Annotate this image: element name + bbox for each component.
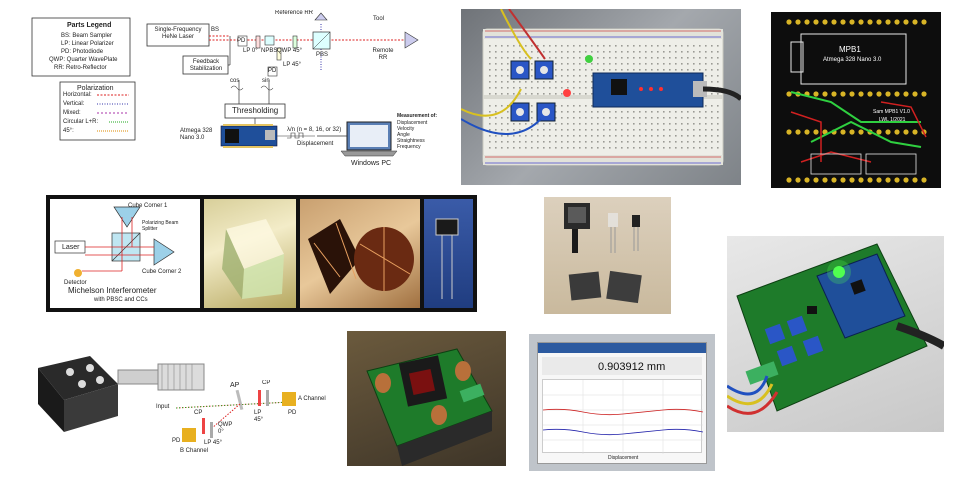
software-titlebar: [538, 343, 706, 353]
pcb-title: MPB1: [839, 45, 861, 54]
michelson-laser-label: Laser: [62, 244, 80, 251]
pd-label: PD: [268, 68, 277, 74]
michelson-pbs-label: Polarizing Beam Splitter: [142, 220, 179, 232]
pd-label: PD: [237, 38, 246, 44]
npbs-label: NPBS: [261, 48, 278, 54]
quad-cp-label: CP: [194, 410, 203, 416]
lp45-label: LP 45°: [283, 62, 301, 68]
michelson-cc1-label: Cube Corner 1: [128, 203, 168, 209]
breadboard-svg: [461, 9, 741, 166]
polarization-title: Polarization: [77, 85, 114, 92]
polarization-item: 45°:: [63, 128, 74, 134]
windows-pc-label: Windows PC: [351, 160, 392, 167]
polarization-item: Circular L+R:: [63, 119, 99, 125]
remote-rr-label: Remote RR: [372, 48, 394, 61]
displacement-label: Displacement: [297, 141, 334, 147]
pcb-date: LWL 1/2021: [879, 117, 906, 123]
sin-label: sin: [262, 78, 270, 84]
quad-lp45-label: LP 45°: [254, 410, 264, 423]
photodiode-photo: [424, 199, 473, 308]
pcb-layout-svg: [786, 19, 927, 183]
system-diagram-svg: [31, 12, 419, 157]
quad-a-channel-label: A Channel: [298, 396, 326, 402]
quadrature-diagram: Input AP CP CP LP 45° LP 45° QWP 0° PD P…: [150, 380, 340, 460]
pbs-label: PBS: [316, 52, 329, 58]
polarization-item: Vertical:: [63, 101, 85, 107]
quadrature-diagram-svg: [175, 389, 296, 442]
michelson-cc2-label: Cube Corner 2: [142, 269, 182, 275]
michelson-title: Michelson Interferometer: [68, 286, 157, 295]
pcb-subtitle: Atmega 328 Nano 3.0: [823, 57, 882, 63]
software-toolbar: [542, 357, 702, 375]
legend-item: QWP: Quarter WavePlate: [49, 57, 118, 63]
software-graph-label: Displacement: [608, 455, 639, 461]
feedback-block-label: Feedback Stabilization: [189, 59, 223, 72]
legend-item: BS: Beam Sampler: [61, 33, 113, 39]
reference-rr-label: Reference RR: [275, 10, 314, 16]
thresholding-label: Thresholding: [232, 106, 279, 115]
legend-item: LP: Linear Polarizer: [61, 41, 114, 47]
arduino-label: Atmega 328 Nano 3.0: [180, 128, 213, 141]
software-window: 0.903912 mm Displacement: [537, 342, 707, 464]
system-diagram: Parts Legend BS: Beam Sampler LP: Linear…: [25, 10, 455, 180]
michelson-detector-label: Detector: [64, 280, 87, 286]
quad-b-channel-label: B Channel: [180, 448, 209, 454]
legend-title: Parts Legend: [67, 22, 112, 29]
pcb-credits: Sam MPB1 V1.0: [873, 109, 910, 115]
breadboard-photo: [461, 9, 741, 185]
quad-cp-label: CP: [262, 380, 271, 386]
polarization-item: Horizontal:: [63, 92, 92, 98]
software-graph: [542, 379, 704, 454]
laser-block-label: Single-Frequency HeNe Laser: [154, 27, 202, 40]
measurement-item: Angle: [397, 132, 410, 138]
legend-item: PD: Photodiode: [61, 49, 104, 55]
qwp45-label: QWP 45°: [277, 48, 302, 54]
assembled-board-svg: [727, 243, 944, 415]
components-svg: [564, 203, 642, 304]
quad-pd-label: PD: [172, 438, 181, 444]
corner-cube-photo: [300, 199, 420, 308]
measurement-item: Frequency: [397, 144, 421, 150]
measurement-title: Measurement of:: [397, 113, 438, 119]
displacement-readout: 0.903912 mm: [598, 361, 666, 373]
lp0-label: LP 0°: [243, 48, 258, 54]
michelson-diagram-svg: [54, 206, 175, 277]
software-photo: 0.903912 mm Displacement: [529, 334, 715, 471]
cube-prism-photo: [204, 199, 296, 308]
quad-pd-label: PD: [288, 410, 297, 416]
polarization-item: Mixed:: [63, 110, 81, 116]
sensor-board-photo: [347, 331, 506, 466]
measurement-item: Displacement: [397, 120, 428, 126]
quad-ap-label: AP: [230, 382, 240, 389]
legend-item: RR: Retro-Reflector: [54, 65, 107, 71]
cos-label: cos: [230, 78, 240, 84]
quad-lp45-label: LP 45°: [204, 440, 222, 446]
michelson-diagram: Laser Detector Cube Corner 1 Cube Corner…: [50, 199, 200, 308]
pcb-layout: MPB1 Atmega 328 Nano 3.0 Sam MPB1 V1.0 L…: [771, 12, 941, 188]
michelson-strip: Laser Detector Cube Corner 1 Cube Corner…: [46, 195, 477, 312]
bs-label: BS: [211, 27, 220, 33]
components-photo: [544, 197, 671, 314]
sensor-board-svg: [366, 348, 493, 466]
assembled-board-photo: [727, 236, 944, 432]
quad-input-label: Input: [156, 404, 170, 410]
michelson-subtitle: with PBSC and CCs: [94, 297, 148, 303]
lambda-label: λ/n (n = 8, 16, or 32): [287, 127, 342, 133]
stage-svg: [38, 356, 205, 432]
measurement-item: Velocity: [397, 126, 415, 132]
tool-label: Tool: [373, 16, 385, 22]
stage-photo: [30, 340, 210, 440]
quad-qwp-label: QWP 0°: [218, 422, 233, 435]
measurement-item: Straightness: [397, 138, 425, 144]
